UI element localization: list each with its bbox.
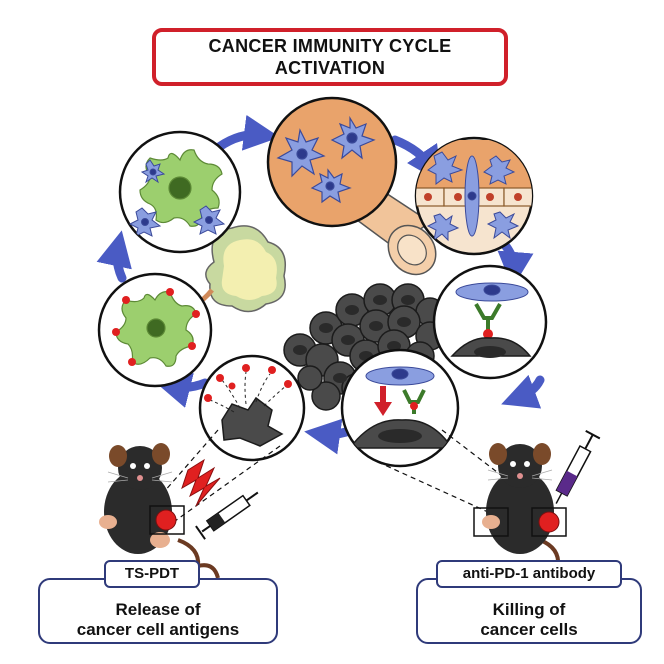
antigen-icon [112,288,200,366]
cycle-arrow-icon [154,372,210,408]
cycle-arrow-icon [497,240,534,288]
right-caption-line-1: Killing of [492,600,566,619]
circle-t-cell-infiltration [414,136,534,256]
right-caption-panel: Killing of cancer cells [416,578,642,644]
mouse-icon [99,443,220,579]
t-cell-icon [128,159,226,237]
t-cell-icon [426,151,520,242]
t-cell-icon [276,115,376,204]
left-caption-line-2: cancer cell antigens [76,620,240,639]
title-line-2: ACTIVATION [274,58,386,78]
circle-antigen-release [198,354,306,462]
left-panel-tag: TS-PDT [104,560,200,588]
circle-t-cell-priming [118,130,242,254]
circle-tumor-killing [340,348,460,468]
circle-t-cell-recognition [432,264,548,380]
dendritic-cell-icon [115,291,197,367]
blood-vessel-icon [328,175,437,276]
title-line-1: CANCER IMMUNITY CYCLE [208,36,452,56]
title-box: CANCER IMMUNITY CYCLE ACTIVATION [152,28,508,86]
guide-lines [149,429,553,527]
laser-bolt-icon [181,458,221,507]
t-cell-icon [455,282,529,302]
left-caption-panel: Release of cancer cell antigens [38,578,278,644]
tumor-nuclei [293,295,415,383]
syringe-icon [195,491,259,540]
right-panel-tag: anti-PD-1 antibody [436,560,622,588]
dendritic-cell-icon [139,149,223,227]
t-cell-icon [365,366,435,386]
right-caption-line-2: cancer cells [480,620,578,639]
cycle-arrow-icon [96,230,132,283]
cycle-arrow-icon [501,374,545,409]
syringe-icon [555,430,601,504]
left-caption-line-1: Release of [115,600,201,619]
circle-t-cell-circulation [266,96,398,228]
mouse-icon [473,443,580,581]
antigen-icon [204,364,292,402]
lymph-node-icon [194,225,286,313]
circle-antigen-presentation [97,272,213,388]
